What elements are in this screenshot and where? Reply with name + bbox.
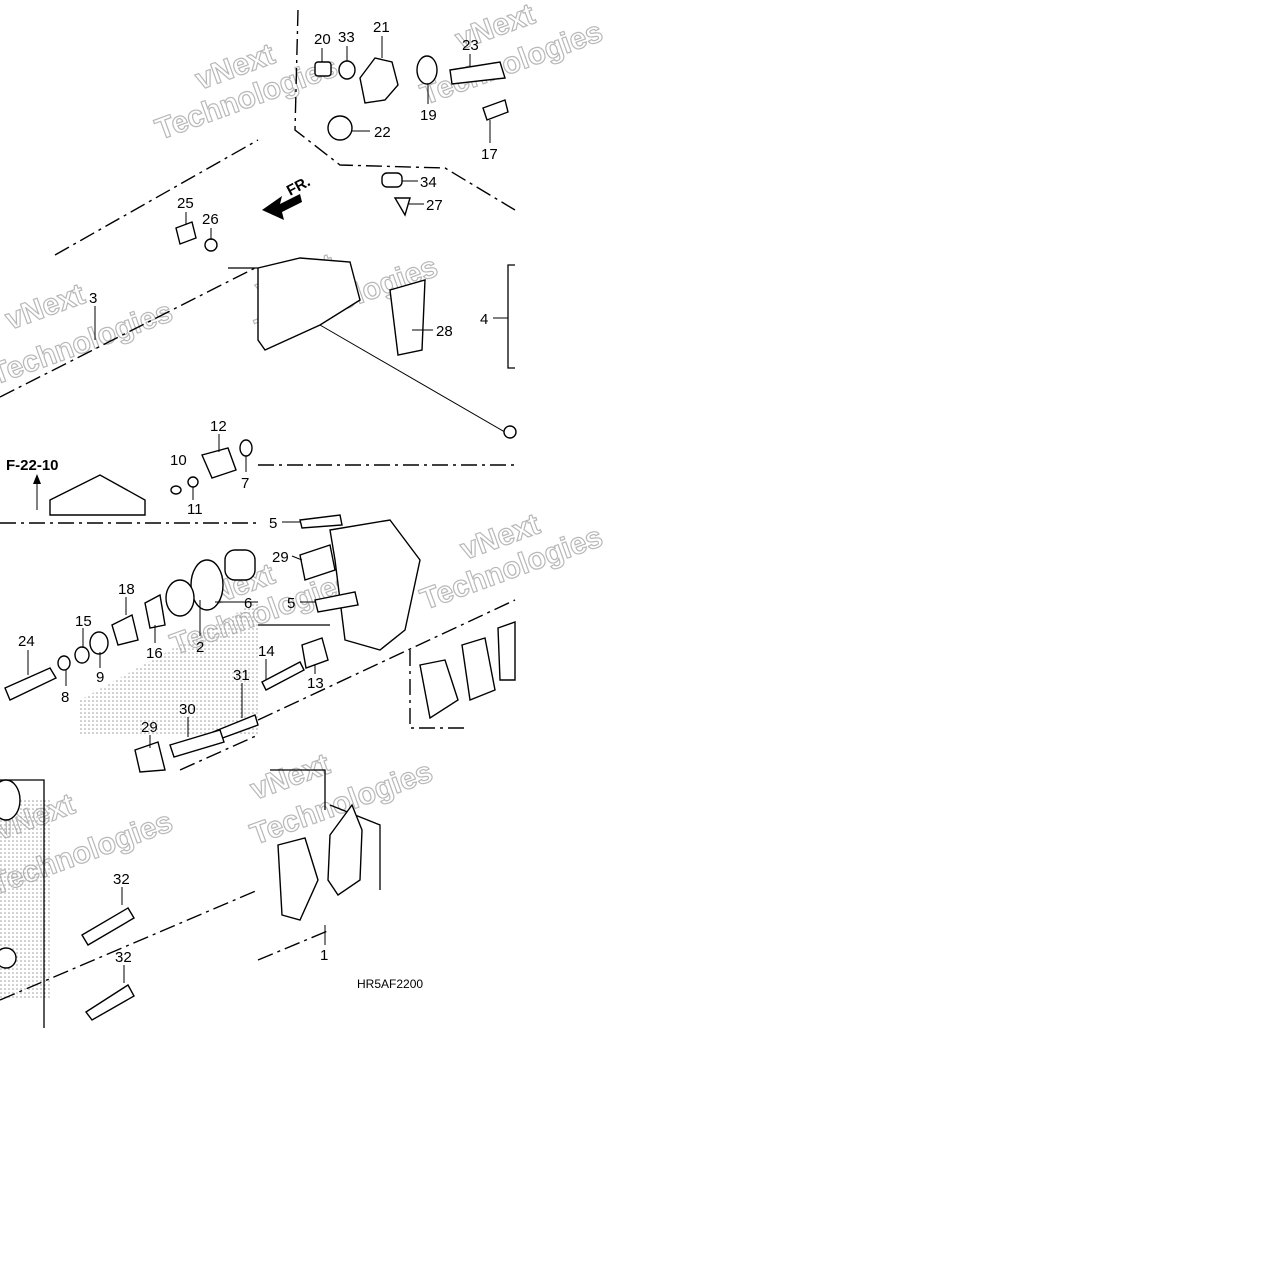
part-5-pin-clip-lower <box>314 591 359 613</box>
part-24-bolt <box>4 667 57 701</box>
part-28-pad-spring <box>389 279 426 356</box>
part-29-boot <box>299 544 336 581</box>
callout-5-lower: 5 <box>287 595 295 612</box>
part-8-seal <box>57 655 71 671</box>
brake-pad-small <box>419 659 459 720</box>
callout-18: 18 <box>118 581 135 598</box>
callout-27: 27 <box>426 197 443 214</box>
callout-6: 6 <box>244 595 252 612</box>
frame-lines <box>0 264 515 1028</box>
part-6-piston-seal <box>190 559 224 611</box>
caliper-bracket <box>329 519 421 651</box>
diagram-code: HR5AF2200 <box>357 977 423 991</box>
piston <box>224 549 256 581</box>
callout-29-upper: 29 <box>272 549 289 566</box>
callout-13: 13 <box>307 675 324 692</box>
part-20-nut <box>314 61 332 77</box>
part-9-spring <box>89 631 109 655</box>
callout-21: 21 <box>373 19 390 36</box>
part-12-piston <box>201 447 237 479</box>
callout-10: 10 <box>170 452 187 469</box>
callout-11: 11 <box>187 501 203 518</box>
part-18-adjuster <box>111 613 139 646</box>
callout-3: 3 <box>89 290 97 307</box>
part-5-pin-clip <box>299 514 343 529</box>
callout-33: 33 <box>338 29 355 46</box>
callout-22: 22 <box>374 124 391 141</box>
callout-28: 28 <box>436 323 453 340</box>
part-15-washer <box>74 646 90 664</box>
callout-23: 23 <box>462 37 479 54</box>
callout-5-upper: 5 <box>269 515 277 532</box>
callout-16: 16 <box>146 645 163 662</box>
part-11-washer <box>187 476 199 488</box>
part-23-shaft <box>449 61 506 85</box>
callouts: 20 33 21 23 19 22 17 34 27 25 26 3 28 4 … <box>18 19 498 966</box>
callout-29-lower: 29 <box>141 719 158 736</box>
callout-17: 17 <box>481 146 498 163</box>
brake-pad-medium <box>461 637 496 701</box>
reference-component <box>49 474 146 516</box>
part-16-circlip <box>144 593 166 629</box>
callout-7: 7 <box>241 475 249 492</box>
callout-20: 20 <box>314 31 331 48</box>
caliper-body <box>257 257 361 351</box>
callout-31: 31 <box>233 667 250 684</box>
watermark: vNext Technologies vNext Technologies vN… <box>0 0 608 902</box>
callout-1: 1 <box>320 947 328 964</box>
brake-pad-1 <box>327 803 363 896</box>
part-30-sleeve <box>169 729 225 758</box>
front-direction-label: FR. <box>284 173 313 199</box>
part-10-oring <box>170 485 182 495</box>
page-reference: F-22-10 <box>6 457 59 474</box>
callout-30: 30 <box>179 701 196 718</box>
part-34-cap <box>381 172 403 188</box>
part-26-cap <box>204 238 218 252</box>
part-33-washer <box>338 60 356 80</box>
callout-15: 15 <box>75 613 92 630</box>
part-13-boot <box>301 637 329 669</box>
callout-26: 26 <box>202 211 219 228</box>
part-2-seal <box>165 579 195 617</box>
part-27-valve <box>393 197 411 217</box>
callout-9: 9 <box>96 669 104 686</box>
callout-14: 14 <box>258 643 275 660</box>
part-22-spring <box>327 115 353 141</box>
part-32-bolt-upper <box>81 907 135 946</box>
callout-34: 34 <box>420 174 437 191</box>
callout-25: 25 <box>177 195 194 212</box>
part-32-bolt-lower <box>84 984 135 1021</box>
callout-2: 2 <box>196 639 204 656</box>
brake-pad-large <box>497 621 516 681</box>
callout-4: 4 <box>480 311 488 328</box>
callout-8: 8 <box>61 689 69 706</box>
brake-pad-shim <box>277 837 319 921</box>
leader-lines <box>27 36 508 983</box>
part-21-bracket <box>359 57 399 104</box>
part-7-cap <box>239 439 253 457</box>
callout-32-lower: 32 <box>115 949 132 966</box>
front-arrow-icon <box>262 194 302 220</box>
callout-32-upper: 32 <box>113 871 130 888</box>
part-19-seal <box>416 55 438 85</box>
callout-24: 24 <box>18 633 35 650</box>
part-17-bolt <box>482 99 509 121</box>
assembly-outlines <box>0 9 516 1001</box>
callout-19: 19 <box>420 107 437 124</box>
callout-12: 12 <box>210 418 227 435</box>
halftone-shading <box>0 600 260 1000</box>
part-25-bleeder <box>175 221 197 245</box>
part-14-pin <box>261 661 305 691</box>
parts <box>0 55 517 1021</box>
